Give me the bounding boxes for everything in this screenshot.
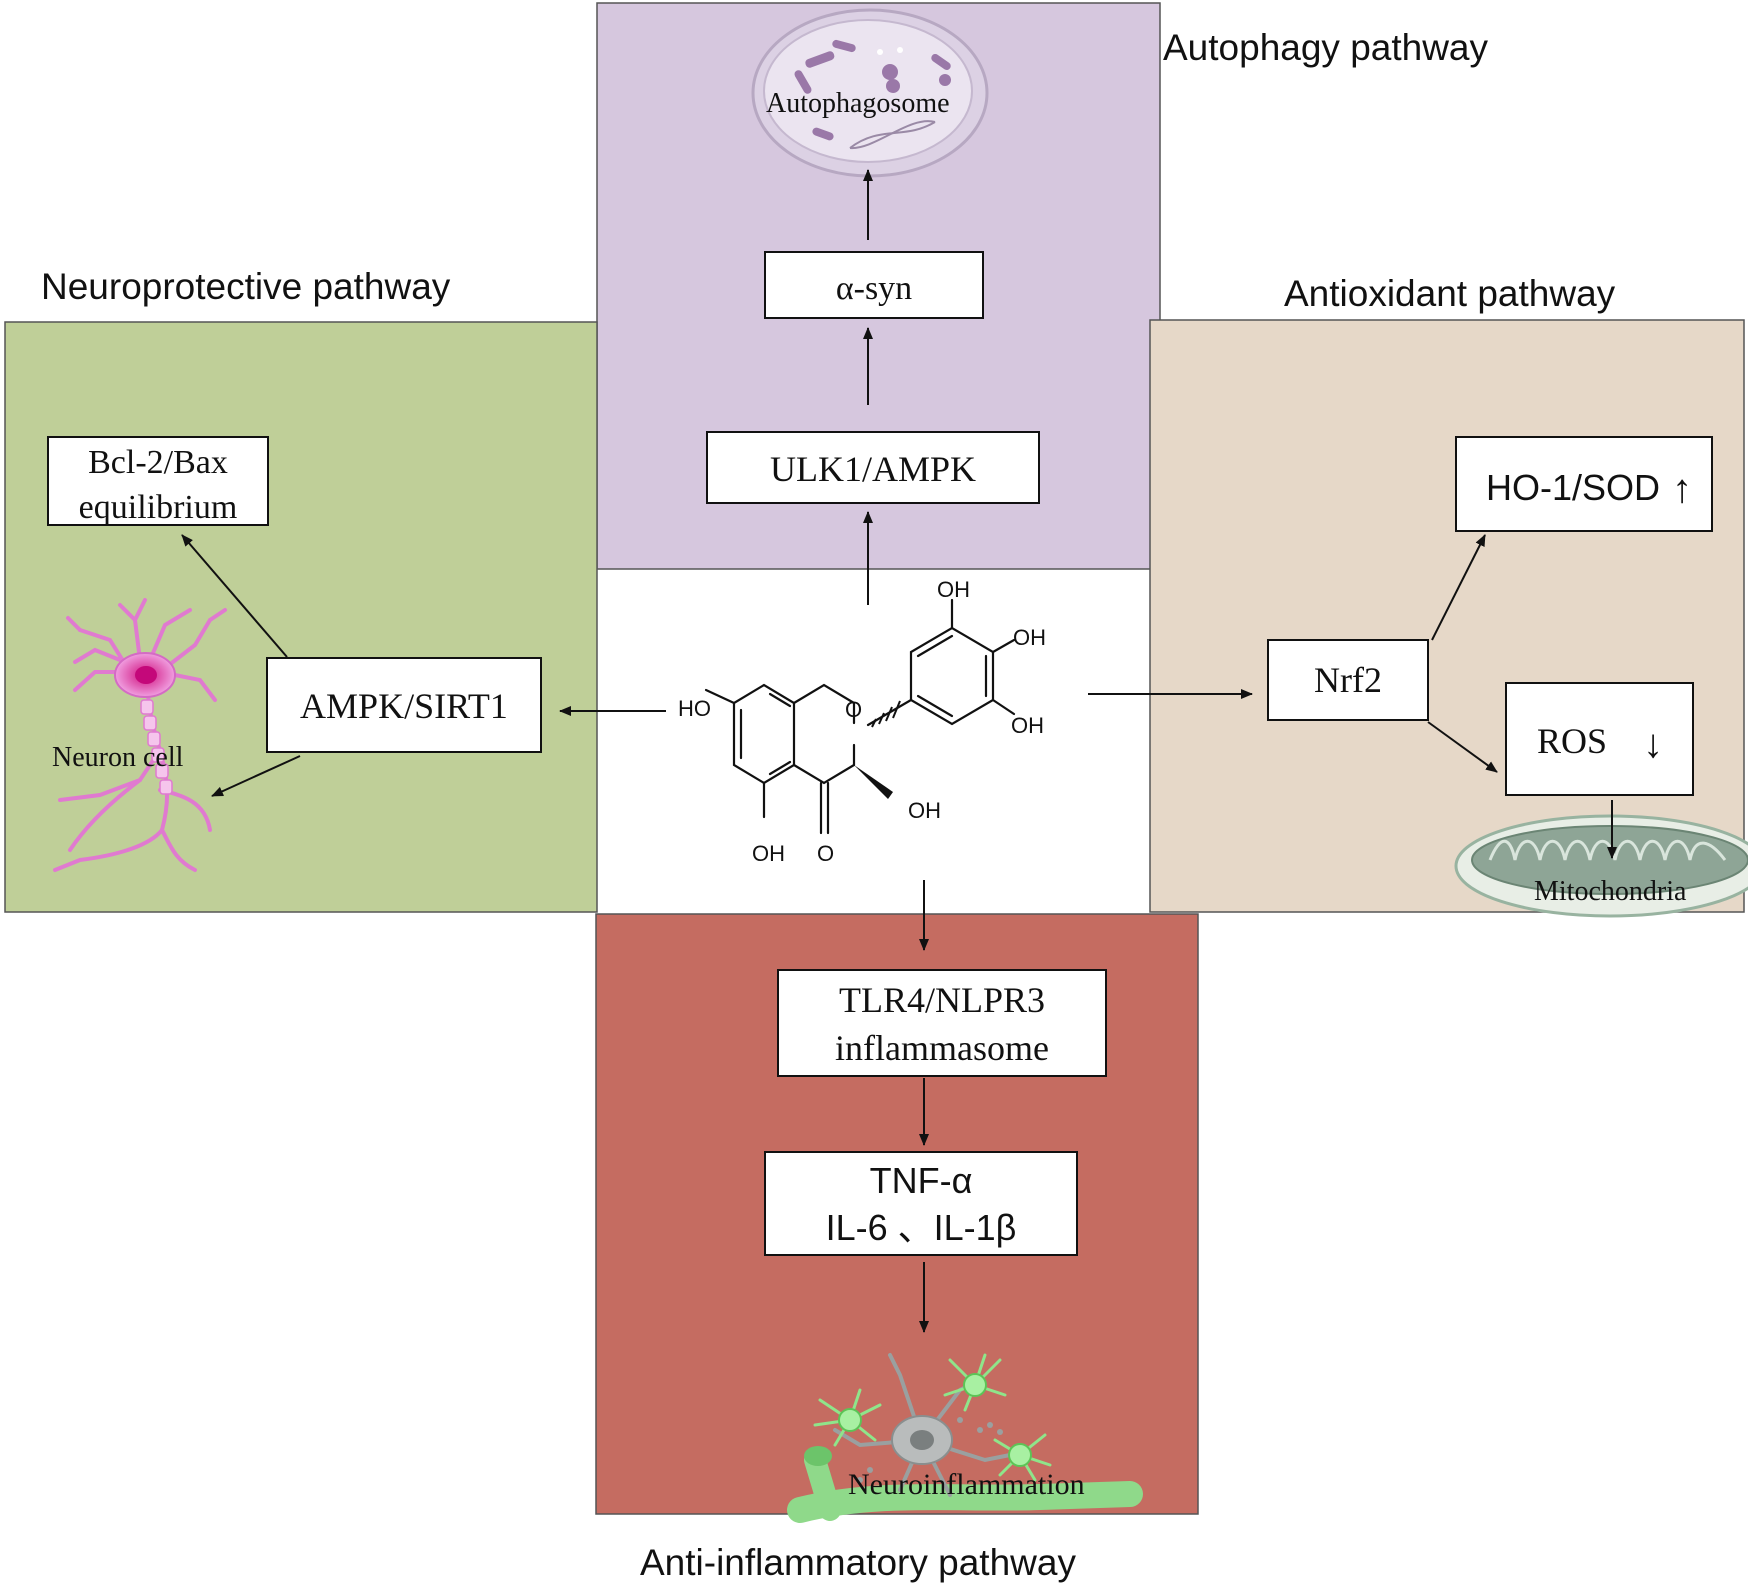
mol-o-ketone: O (817, 841, 834, 866)
arrow-ampk-to-neuron (211, 755, 301, 797)
tlr4-nlpr3-box: TLR4/NLPR3 inflammasome (777, 969, 1107, 1077)
neuroinflammation-label: Neuroinflammation (848, 1468, 1085, 1501)
neuron-axon-segments (140, 699, 173, 795)
ulk1-ampk-box: ULK1/AMPK (706, 431, 1040, 504)
neuroinflammation-icon (787, 1353, 1143, 1523)
tlr4-line1: TLR4/NLPR3 (839, 980, 1045, 1020)
mol-oh-c3: OH (908, 798, 941, 823)
ros-box: ROS ↓ (1505, 682, 1694, 796)
neuroprotective-panel (4, 321, 598, 913)
cytokines-box: TNF-α IL-6 、IL-1β (764, 1151, 1078, 1256)
dihydromyricetin-structure (704, 598, 1016, 835)
mol-oh-right-upper: OH (1013, 625, 1046, 650)
autophagosome-label: Autophagosome (766, 88, 950, 119)
neuron-cell-label: Neuron cell (52, 742, 184, 773)
mol-oh-bottom: OH (752, 841, 785, 866)
arrow-nrf2-to-ho1 (1431, 534, 1486, 641)
ulk1-ampk-text: ULK1/AMPK (770, 449, 976, 489)
tlr4-line2: inflammasome (835, 1028, 1049, 1068)
antioxidant-title: Antioxidant pathway (1284, 273, 1616, 314)
bcl2-bax-box: Bcl-2/Bax equilibrium (47, 436, 269, 526)
ros-text: ROS (1537, 721, 1607, 761)
neuron-cell-icon (53, 598, 227, 872)
mol-oh-right-lower: OH (1011, 713, 1044, 738)
antioxidant-panel (1149, 319, 1745, 913)
cytokines-line2: IL-6 、IL-1β (826, 1207, 1017, 1248)
cytokines-line1: TNF-α (870, 1160, 973, 1201)
ho1-sod-text: HO-1/SOD (1486, 467, 1660, 508)
bcl2-bax-line1: Bcl-2/Bax (88, 444, 228, 481)
mitochondria-icon (1454, 814, 1748, 918)
nrf2-box: Nrf2 (1267, 639, 1429, 721)
ampk-sirt1-box: AMPK/SIRT1 (266, 657, 542, 753)
mitochondria-label: Mitochondria (1534, 876, 1687, 907)
neuroprotective-title: Neuroprotective pathway (41, 266, 451, 307)
mol-o-ring: O (845, 697, 862, 722)
mol-ho-left: HO (678, 696, 711, 721)
ampk-sirt1-text: AMPK/SIRT1 (300, 686, 508, 726)
down-arrow-icon: ↓ (1643, 722, 1663, 766)
arrow-ampk-to-bcl2 (181, 534, 288, 658)
nrf2-text: Nrf2 (1314, 660, 1382, 700)
mol-oh-top: OH (937, 577, 970, 602)
alpha-syn-box: α-syn (764, 251, 984, 319)
autophagy-title: Autophagy pathway (1163, 27, 1489, 68)
arrow-nrf2-to-ros (1427, 721, 1498, 773)
autophagosome-icon (751, 8, 989, 178)
anti-inflammatory-title: Anti-inflammatory pathway (640, 1542, 1076, 1583)
ho1-sod-box: HO-1/SOD ↑ (1455, 436, 1713, 532)
neuron-nucleus (135, 666, 157, 684)
bcl2-bax-line2: equilibrium (79, 489, 238, 526)
alpha-syn-text: α-syn (836, 270, 912, 307)
up-arrow-icon: ↑ (1672, 467, 1692, 511)
